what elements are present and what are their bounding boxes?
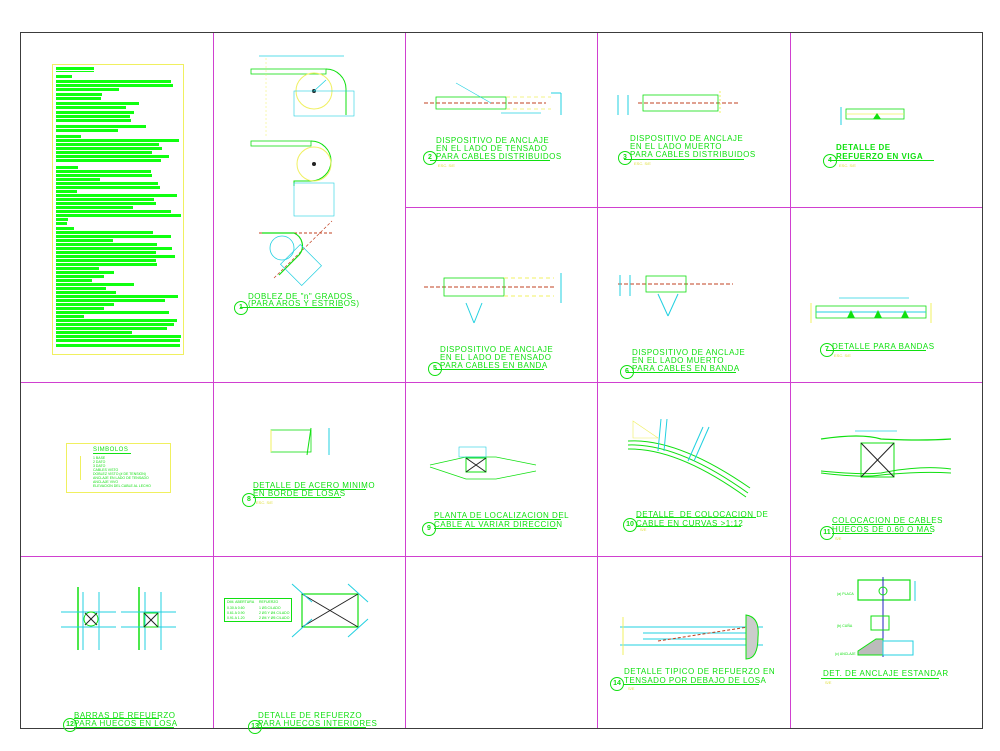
cable-placement-openings-drawing (820, 430, 952, 478)
detail-number-badge: 7 (820, 343, 834, 357)
grid-line (790, 33, 791, 728)
detail-title: EN EL LADO DE TENSADO (440, 353, 552, 362)
detail-title: DOBLEZ DE "n" GRADOS (248, 292, 353, 301)
detail-title: DETALLE DE REFUERZO (258, 711, 363, 720)
detail-title: DISPOSITIVO DE ANCLAJE (630, 134, 744, 143)
detail-title: EN EL LADO DE TENSADO (436, 144, 548, 153)
drawing-sheet: DOBLEZ DE "n" GRADOS (PARA AROS Y ESTRIB… (20, 32, 983, 734)
grid-line (21, 382, 982, 383)
detail-number-badge: 4 (823, 154, 837, 168)
symbols-legend: SIMBOLOS 1 BASE 2 DATO 3 DATO CABLES VIS… (66, 443, 171, 493)
min-steel-slab-edge-drawing (270, 427, 330, 456)
standard-anchor-drawing (857, 577, 916, 657)
detail-title: (PARA AROS Y ESTRIBOS) (248, 299, 360, 308)
grid-line (405, 207, 982, 208)
detail-14-cell: DETALLE TIPICO DE REFUERZO EN TENSADO PO… (598, 557, 790, 728)
detail-title: BARRAS DE REFUERZO (74, 711, 176, 720)
detail-title: PARA CABLES EN BANDA (632, 364, 740, 373)
curve-cable-placement-drawing (627, 418, 751, 498)
detail-number-badge: 8 (242, 493, 256, 507)
symbols-title: SIMBOLOS (93, 447, 129, 453)
detail-title: CABLE AL VARIAR DIRECCION (434, 520, 563, 529)
anchor-dead-distributed-drawing (617, 91, 738, 115)
band-detail-drawing (810, 297, 932, 323)
interior-opening-reinforcement-drawing (291, 583, 369, 638)
detail-title: PARA HUECOS EN LOSA (74, 719, 178, 728)
detail-title: PARA CABLES DISTRIBUIDOS (436, 152, 562, 161)
detail-title: EN EL LADO MUERTO (630, 142, 722, 151)
detail-number-badge: 2 (423, 151, 437, 165)
anchor-tension-distributed-drawing (424, 82, 562, 115)
detail-title: DISPOSITIVO DE ANCLAJE (440, 345, 554, 354)
grid-line (213, 33, 214, 728)
detail-title: CABLE EN CURVAS >1:12 (636, 519, 744, 528)
detail-1-cell: DOBLEZ DE "n" GRADOS (PARA AROS Y ESTRIB… (214, 33, 405, 382)
cable-direction-plan-drawing (429, 446, 537, 480)
detail-10-cell: DETALLE DE COLOCACION DE CABLE EN CURVAS… (598, 383, 790, 556)
detail-5-cell: DISPOSITIVO DE ANCLAJE EN EL LADO DE TEN… (406, 208, 597, 382)
detail-4-cell: DETALLE DE REFUERZO EN VIGA 4 ESC. S/E (791, 33, 982, 207)
general-notes-panel (52, 64, 184, 355)
grid-line (21, 556, 982, 557)
bend-detail-drawing (250, 55, 355, 287)
detail-number-badge: 14 (610, 677, 624, 691)
detail-8-cell: DETALLE DE ACERO MINIMO EN BORDE DE LOSA… (214, 383, 405, 556)
detail-9-cell: PLANTA DE LOCALIZACION DEL CABLE AL VARI… (406, 383, 597, 556)
reinforcement-table: DIM. ABERTURA REFUERZO 0.30 A 0.60 1 Ø3 … (224, 598, 292, 622)
detail-title: EN BORDE DE LOSAS (253, 489, 346, 498)
detail-13-cell: DIM. ABERTURA REFUERZO 0.30 A 0.60 1 Ø3 … (214, 557, 405, 734)
detail-7-cell: DETALLE PARA BANDAS 7 ESC. S/E (791, 208, 982, 382)
detail-3-cell: DISPOSITIVO DE ANCLAJE EN EL LADO MUERTO… (598, 33, 790, 207)
detail-number-badge: 9 (422, 522, 436, 536)
detail-number-badge: 3 (618, 151, 632, 165)
detail-title: EN EL LADO MUERTO (632, 356, 724, 365)
tendon-reinforcement-drawing (620, 614, 763, 660)
anchor-dead-band-drawing (618, 275, 733, 317)
detail-title: PARA CABLES EN BANDA (440, 361, 548, 370)
detail-title: PLANTA DE LOCALIZACION DEL (434, 511, 570, 520)
detail-title: COLOCACION DE CABLES (832, 516, 943, 525)
grid-line (597, 33, 598, 728)
detail-title: PARA HUECOS INTERIORES (258, 719, 378, 728)
notes-cell (21, 33, 213, 382)
detail-number-badge: 11 (820, 526, 834, 540)
detail-title: DISPOSITIVO DE ANCLAJE (632, 348, 746, 357)
grid-line (405, 33, 406, 728)
detail-title: HUECOS DE 0.60 O MAS (832, 525, 936, 534)
opening-reinforcement-bars-drawing (61, 587, 176, 650)
detail-12-cell: BARRAS DE REFUERZO PARA HUECOS EN LOSA 1… (21, 557, 213, 732)
detail-6-cell: DISPOSITIVO DE ANCLAJE EN EL LADO MUERTO… (598, 208, 790, 382)
detail-title: REFUERZO EN VIGA (836, 152, 924, 161)
detail-number-badge: 5 (428, 362, 442, 376)
detail-title: DETALLE PARA BANDAS (832, 342, 935, 351)
detail-11-cell: COLOCACION DE CABLES HUECOS DE 0.60 O MA… (791, 383, 982, 556)
anchor-tension-band-drawing (424, 273, 562, 324)
detail-number-badge: 10 (623, 518, 637, 532)
detail-15-cell: (a) PLACA (b) CUÑA (c) ANCLAJE DET. DE A… (791, 557, 982, 728)
detail-title: DETALLE DE (836, 143, 891, 152)
detail-title: PARA CABLES DISTRIBUIDOS (630, 150, 756, 159)
empty-cell (406, 557, 597, 728)
beam-reinforcement-drawing (840, 107, 905, 125)
detail-title: DETALLE TIPICO DE REFUERZO EN (624, 667, 776, 676)
detail-number-badge: 6 (620, 365, 634, 379)
detail-number-badge: 13 (248, 720, 262, 734)
detail-title: TENSADO POR DEBAJO DE LOSA (624, 676, 767, 685)
detail-title: DET. DE ANCLAJE ESTANDAR (823, 669, 949, 678)
detail-title: DISPOSITIVO DE ANCLAJE (436, 136, 550, 145)
detail-title: DETALLE DE ACERO MINIMO (253, 481, 376, 490)
detail-number-badge: 12 (63, 718, 77, 732)
detail-title: DETALLE DE COLOCACION DE (636, 510, 769, 519)
detail-number-badge: 1 (234, 301, 248, 315)
symbols-cell: SIMBOLOS 1 BASE 2 DATO 3 DATO CABLES VIS… (21, 383, 213, 556)
detail-2-cell: DISPOSITIVO DE ANCLAJE EN EL LADO DE TEN… (406, 33, 597, 207)
